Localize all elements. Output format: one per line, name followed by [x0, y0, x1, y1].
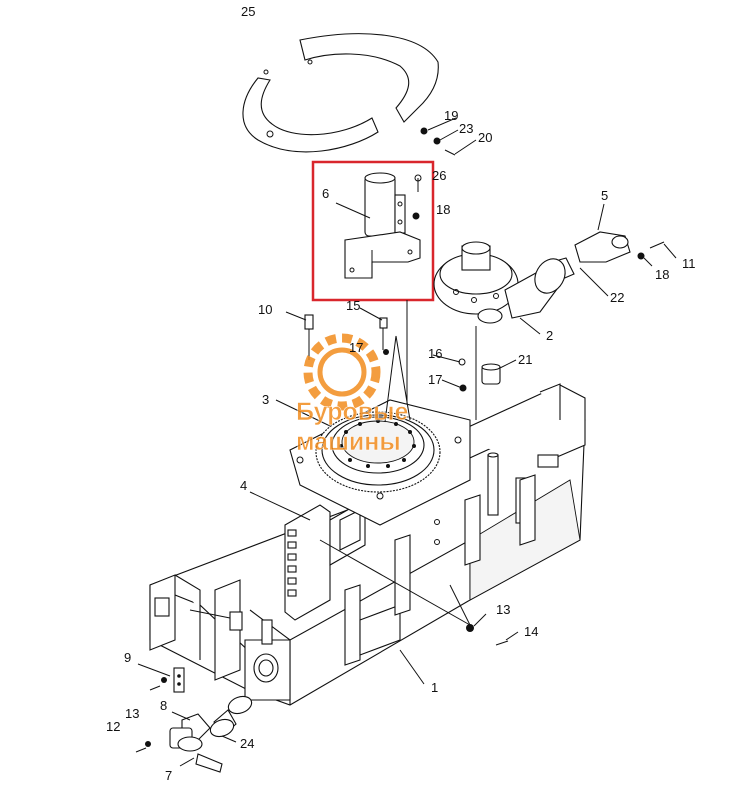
callout-8: 8 [160, 698, 167, 713]
ring-bolt-holes [339, 419, 416, 468]
callout-26: 26 [432, 168, 446, 183]
part-21-plug [481, 359, 517, 385]
callout-18-top: 18 [436, 202, 450, 217]
part-2-slew-drive [433, 241, 566, 335]
callout-15: 15 [346, 298, 360, 313]
gear-logo-icon [303, 333, 381, 411]
callout-6: 6 [322, 186, 329, 201]
part-5-22-fitting [551, 203, 677, 297]
callout-17-mid: 17 [428, 372, 442, 387]
callout-19: 19 [444, 108, 458, 123]
bottom-hardware [135, 663, 253, 773]
callout-14: 14 [524, 624, 538, 639]
callout-4: 4 [240, 478, 247, 493]
callout-18-right: 18 [655, 267, 669, 282]
callout-10: 10 [258, 302, 272, 317]
callout-25: 25 [241, 4, 255, 19]
callout-17-top: 17 [349, 340, 363, 355]
callout-5: 5 [601, 188, 608, 203]
fasteners-19-23-20 [420, 117, 477, 156]
part-3-slew-ring [275, 399, 471, 526]
callout-7: 7 [165, 768, 172, 783]
callout-16: 16 [428, 346, 442, 361]
callout-20: 20 [478, 130, 492, 145]
part-6-valve-on-bracket [335, 172, 422, 279]
callout-2: 2 [546, 328, 553, 343]
callout-3: 3 [262, 392, 269, 407]
watermark: Буровые машины [296, 333, 409, 456]
callout-1: 1 [431, 680, 438, 695]
callout-23: 23 [459, 121, 473, 136]
callout-11: 11 [682, 256, 696, 271]
part-1-main-frame [149, 383, 586, 706]
fasteners-13-14 [466, 613, 519, 646]
watermark-line-1: Буровые [296, 398, 408, 426]
callout-22: 22 [610, 290, 624, 305]
callout-13-left: 13 [125, 706, 139, 721]
callout-24: 24 [240, 736, 254, 751]
callout-labels: 25 19 23 20 6 26 18 5 18 11 22 2 10 15 1… [106, 4, 696, 783]
watermark-line-2: машины [296, 428, 401, 456]
callout-21: 21 [518, 352, 532, 367]
bolts-10-15 [285, 307, 467, 392]
callout-9: 9 [124, 650, 131, 665]
part-25-guard-band [242, 33, 439, 153]
rack-teeth [287, 529, 297, 597]
callout-13-right: 13 [496, 602, 510, 617]
callout-12: 12 [106, 719, 120, 734]
highlight-box [311, 160, 435, 302]
